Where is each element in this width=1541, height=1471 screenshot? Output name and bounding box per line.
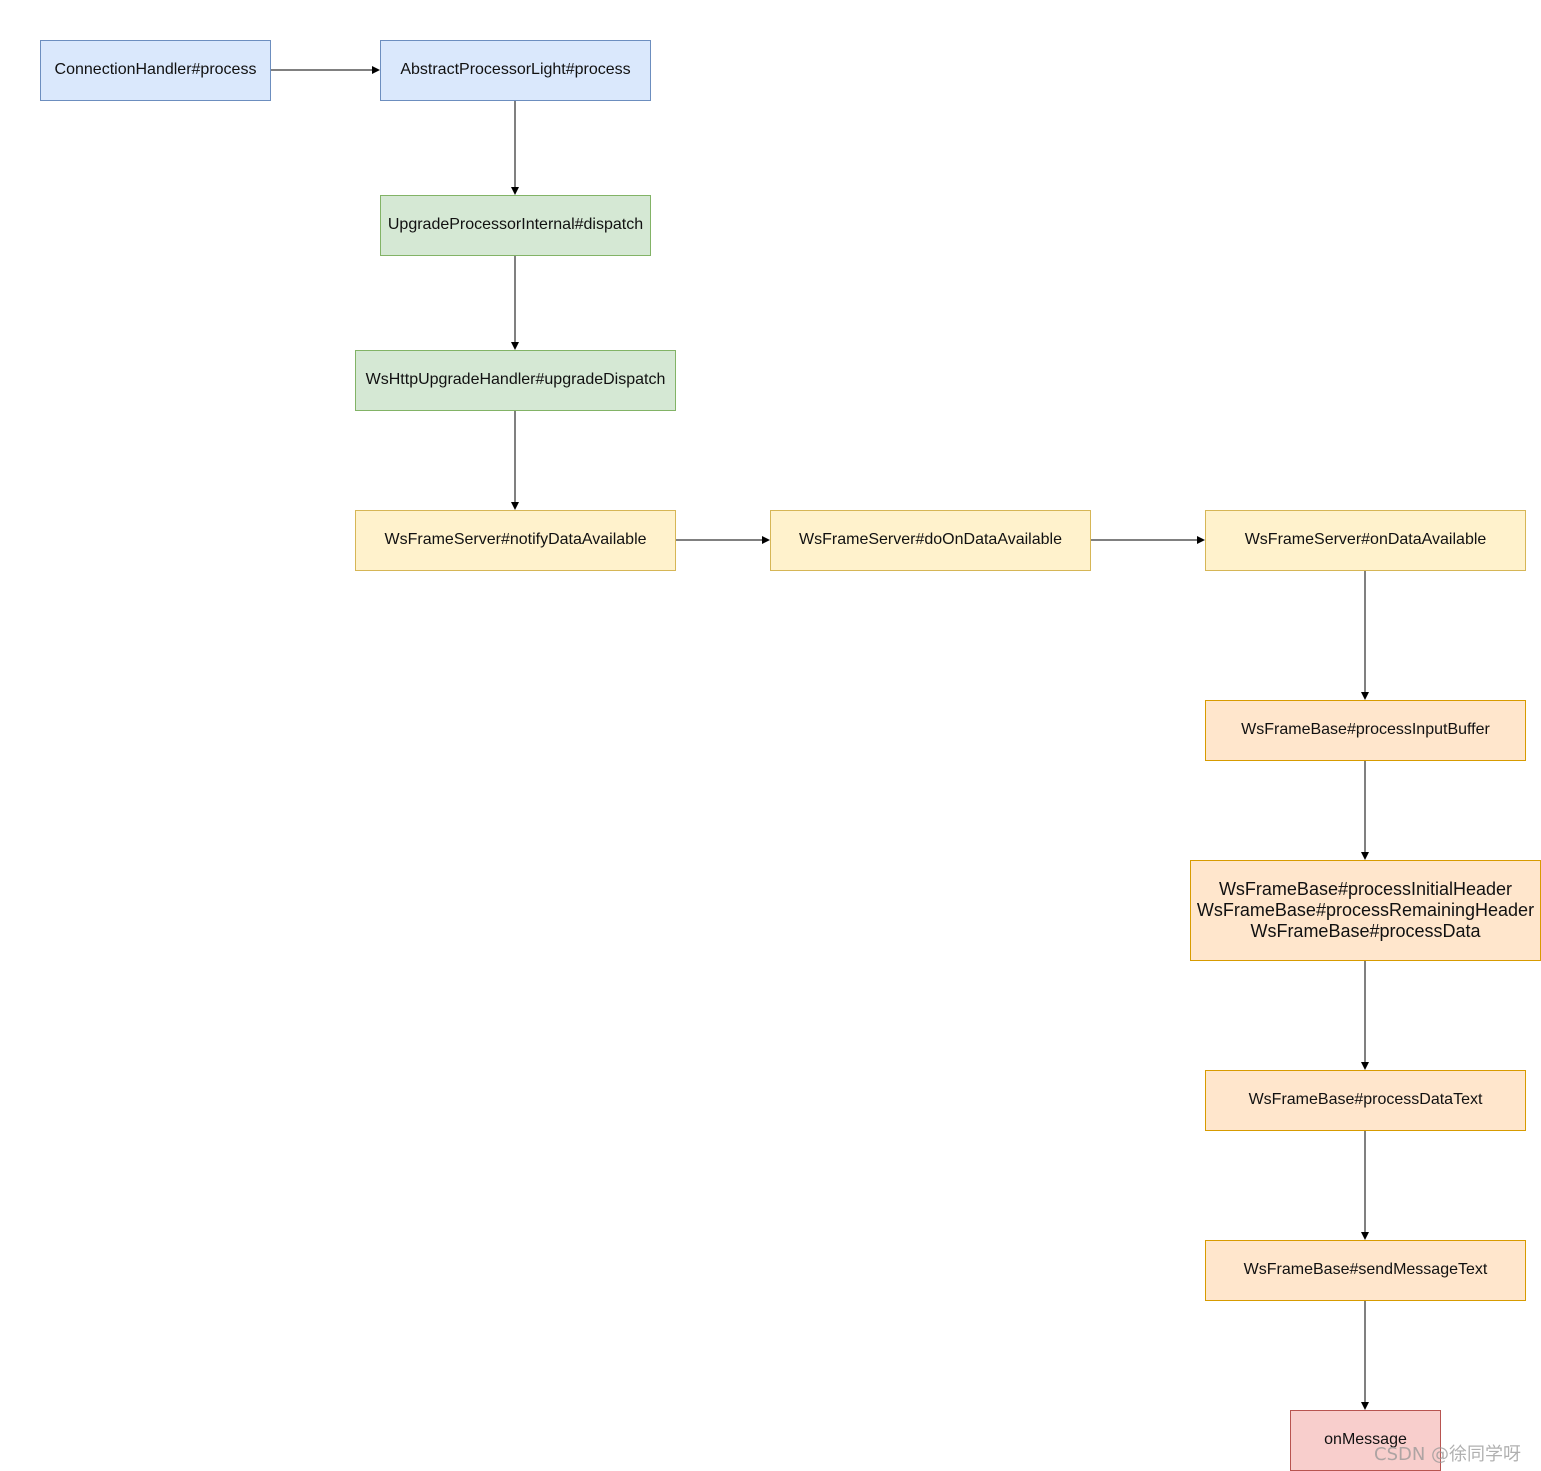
node-line-process-remaining-header: WsFrameBase#processRemainingHeader (1196, 900, 1535, 920)
watermark-text: CSDN @徐同学呀 (1374, 1444, 1522, 1465)
node-ws-frame-server-on-data-available: WsFrameServer#onDataAvailable (1205, 510, 1526, 571)
node-connection-handler-process: ConnectionHandler#process (40, 40, 271, 101)
node-ws-frame-base-send-message-text: WsFrameBase#sendMessageText (1205, 1240, 1526, 1301)
node-ws-http-upgrade-handler-upgrade-dispatch: WsHttpUpgradeHandler#upgradeDispatch (355, 350, 676, 411)
node-line-process-initial-header: WsFrameBase#processInitialHeader (1218, 879, 1513, 899)
node-abstract-processor-light-process: AbstractProcessorLight#process (380, 40, 651, 101)
node-ws-frame-base-process-input-buffer: WsFrameBase#processInputBuffer (1205, 700, 1526, 761)
node-ws-frame-server-do-on-data-available: WsFrameServer#doOnDataAvailable (770, 510, 1091, 571)
node-ws-frame-base-process-headers-and-data: WsFrameBase#processInitialHeader WsFrame… (1190, 860, 1541, 961)
node-on-message: onMessage (1290, 1410, 1441, 1471)
node-upgrade-processor-internal-dispatch: UpgradeProcessorInternal#dispatch (380, 195, 651, 256)
node-ws-frame-server-notify-data-available: WsFrameServer#notifyDataAvailable (355, 510, 676, 571)
node-line-process-data: WsFrameBase#processData (1250, 921, 1481, 941)
node-ws-frame-base-process-data-text: WsFrameBase#processDataText (1205, 1070, 1526, 1131)
